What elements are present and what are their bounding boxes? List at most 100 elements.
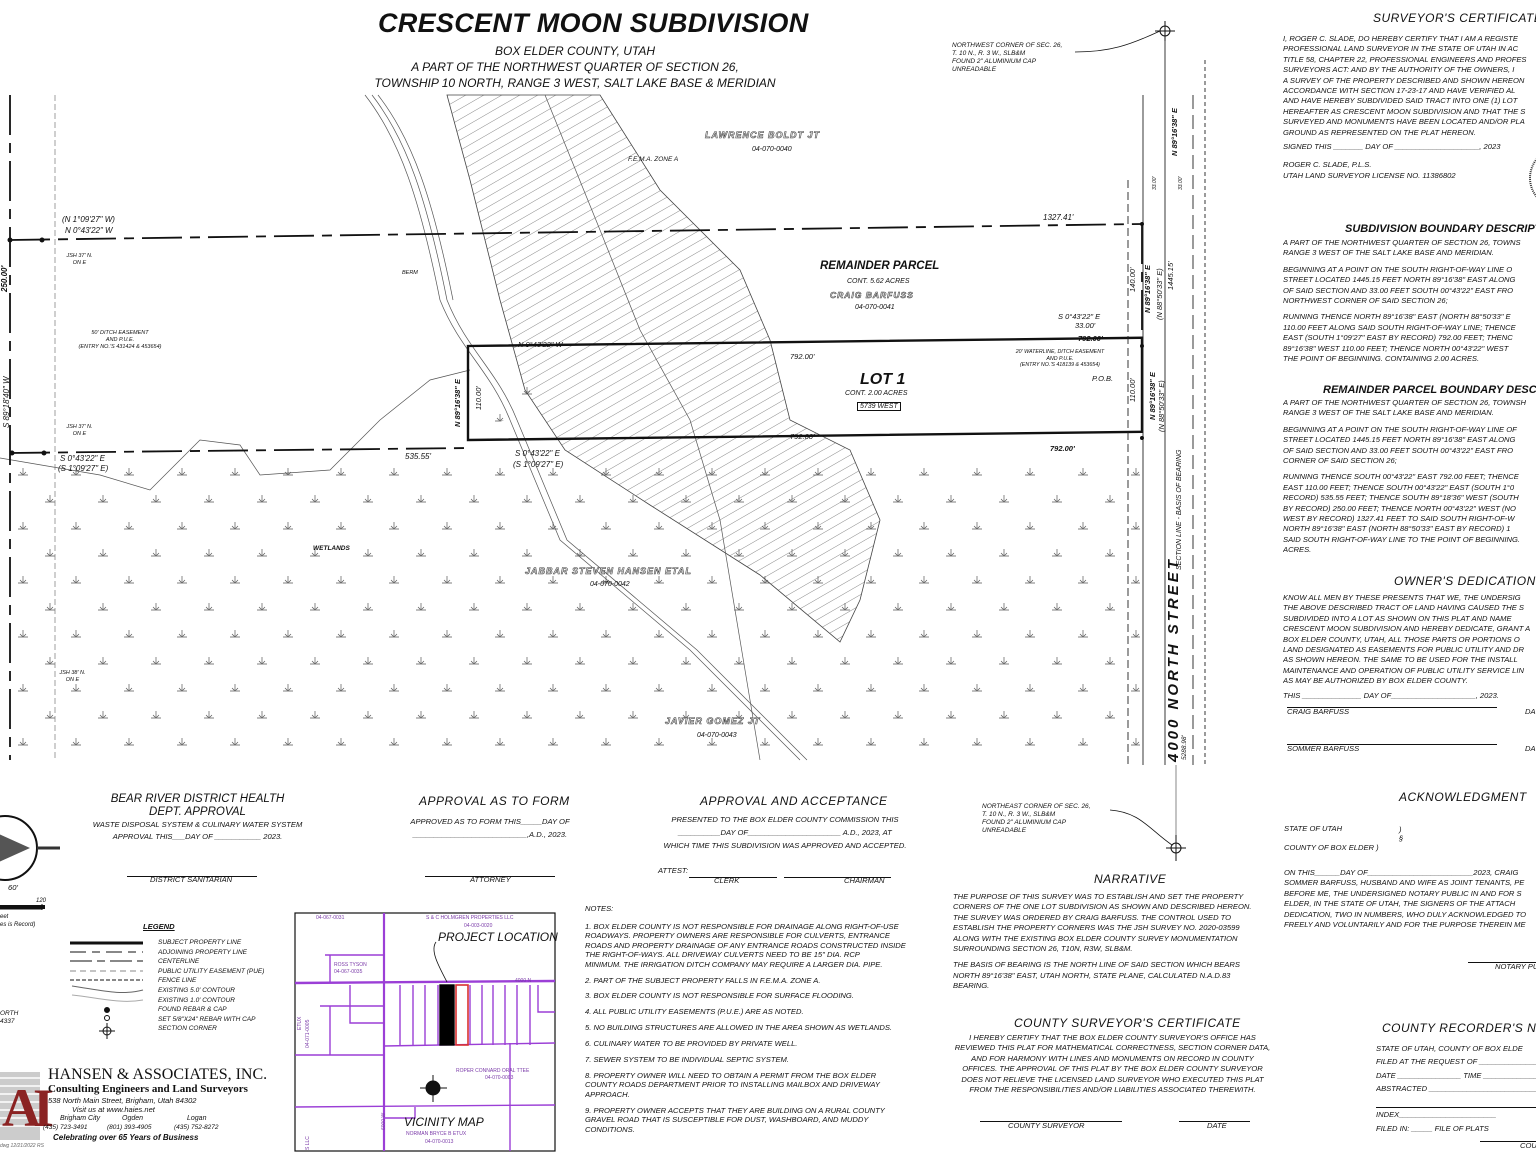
text-line: AS SHOWN HEREON. THE SAME TO BE USED FOR… (1283, 655, 1518, 665)
text-line: I HEREBY CERTIFY THAT THE BOX ELDER COUN… (969, 1033, 1256, 1042)
approval-acceptance-title: APPROVAL AND ACCEPTANCE (700, 794, 888, 808)
text-line: DATE _______________ TIME ______________ (1376, 1070, 1536, 1080)
date-label: DA (1525, 744, 1536, 753)
text-line: THE BASIS OF BEARING IS THE NORTH LINE O… (953, 960, 1240, 970)
scale-bar (0, 904, 45, 910)
note-line: NORTHWEST CORNER OF SEC. 26, (952, 42, 1063, 49)
attorney-label: ATTORNEY (470, 875, 511, 884)
note-line: FOUND 2" ALUMINIUM CAP (952, 58, 1037, 65)
text-line: TITLE 58, CHAPTER 22, PROFESSIONAL ENGIN… (1283, 54, 1527, 64)
text-line: I, ROGER C. SLADE, DO HEREBY CERTIFY THA… (1283, 34, 1518, 43)
distance: 792.00' (1078, 334, 1103, 343)
text-line: RANGE 3 WEST OF THE SALT LAKE BASE AND M… (1283, 248, 1494, 258)
legend-item: SUBJECT PROPERTY LINE (158, 939, 242, 946)
text-line: A SURVEY OF THE PROPERTY DESCRIBED AND S… (1283, 75, 1525, 85)
waterline-easement-note: 20' WATERLINE, DITCH EASEMENT AND P.U.E.… (1005, 349, 1115, 369)
county-surveyor-body: I HEREBY CERTIFY THAT THE BOX ELDER COUN… (945, 1033, 1280, 1095)
note-line: ROADS AND PROPERTY DRAINAGE OF ANY ENTRA… (585, 940, 906, 950)
ditch-lines (0, 94, 808, 761)
plat-title: CRESCENT MOON SUBDIVISION (378, 8, 809, 38)
vicinity-parcel: 04-067-0031 (316, 915, 345, 921)
signed-line: SIGNED THIS _______ DAY OF _____________… (1283, 142, 1501, 152)
signer-sommer: SOMMER BARFUSS (1287, 744, 1360, 753)
subdivision-boundary-body: A PART OF THE NORTHWEST QUARTER OF SECTI… (1283, 238, 1536, 364)
text-line: SURVEYED AND MONUMENTS HAVE BEEN LOCATED… (1283, 117, 1525, 127)
note-line: T. 10 N., R. 3 W., SLB&M (982, 811, 1056, 818)
text-line: WASTE DISPOSAL SYSTEM & CULINARY WATER S… (92, 820, 303, 829)
text-line: ACCORDANCE WITH SECTION 17-23-17 AND HAV… (1283, 86, 1516, 96)
text-line: THE ABOVE DESCRIBED TRACT OF LAND HAVING… (1283, 603, 1524, 613)
text-line: CORNERS OF THE ONE LOT SUBDIVISION AS SH… (953, 902, 1252, 912)
text-line: FILED IN: _____ FILE OF PLATS (1376, 1123, 1489, 1133)
vicinity-parcel: ETUX (297, 1016, 303, 1030)
firm-city: Ogden (122, 1115, 144, 1122)
narrative-body: THE PURPOSE OF THIS SURVEY WAS TO ESTABL… (953, 892, 1273, 992)
narrative-title: NARRATIVE (1094, 872, 1167, 886)
wetlands-label: WETLANDS (313, 545, 350, 552)
note-line: JSH 38' N. (59, 670, 86, 676)
legend-item: FOUND REBAR & CAP (158, 1006, 227, 1014)
legend-item: EXISTING 5.0' CONTOUR (158, 986, 235, 994)
sanitarian-label: DISTRICT SANITARIAN (150, 875, 233, 884)
basis-of-bearing: SECTION LINE - BASIS OF BEARING (1176, 449, 1183, 570)
text-line: NORTH 89°16'38" EAST (NORTH 88°50'33" EA… (1283, 524, 1511, 534)
surveyor-certificate-body: I, ROGER C. SLADE, DO HEREBY CERTIFY THA… (1283, 34, 1536, 181)
text-line: RUNNING THENCE SOUTH 00°43'22" EAST 792.… (1283, 472, 1519, 482)
notes-title: NOTES: (585, 904, 614, 913)
text-line: FILED AT THE REQUEST OF ______________ (1376, 1057, 1536, 1067)
pob-label: P.O.B. (1092, 374, 1114, 383)
text-line: GROUND AS REPRESENTED ON THE PLAT HEREON… (1283, 127, 1476, 137)
note-line: 20' WATERLINE, DITCH EASEMENT (1015, 349, 1105, 355)
recorder-label: COU (1520, 1141, 1536, 1150)
firm-phone: (435) 752-8272 (174, 1124, 219, 1131)
vicinity-parcel: 04-067-0035 (334, 969, 363, 975)
approval-form-body: APPROVED AS TO FORM THIS_____DAY OF ____… (395, 815, 585, 841)
health-dept-approval: BEAR RIVER DISTRICT HEALTH DEPT. APPROVA… (90, 793, 305, 843)
text-line: REVIEWED THIS PLAT FOR MATHEMATICAL CORR… (954, 1043, 1271, 1053)
lot-address: 5739 WEST (857, 402, 901, 411)
text-line: RECORD) 535.55 FEET; THENCE SOUTH 89°18'… (1283, 493, 1519, 503)
text-line: DOES NOT RELIEVE THE LICENSED LAND SURVE… (961, 1074, 1264, 1084)
note-line: T. 10 N., R. 3 W., SLB&M (952, 50, 1026, 57)
note-line: UNREADABLE (982, 827, 1027, 834)
text-line: THE PURPOSE OF THIS SURVEY WAS TO ESTABL… (953, 892, 1244, 901)
firm-city: Logan (187, 1115, 207, 1122)
street-label: 6000 W (381, 1112, 387, 1130)
text-line: __________DAY OF______________________ A… (678, 828, 892, 837)
text-line: RUNNING THENCE NORTH 89°16'38" EAST (NOR… (1283, 312, 1511, 322)
signature-line (1287, 707, 1497, 708)
approval-acceptance-body: PRESENTED TO THE BOX ELDER COUNTY COMMIS… (640, 813, 930, 852)
text-line (1376, 1095, 1536, 1109)
note-line: JSH 37' N. (66, 424, 93, 430)
berm-label: BERM (402, 270, 418, 276)
distance: 1327.41' (1043, 213, 1074, 222)
text-line: PROFESSIONAL LAND SURVEYOR IN THE STATE … (1283, 44, 1519, 54)
date-label: DATE (1207, 1121, 1227, 1130)
legend-title: LEGEND (143, 922, 175, 931)
note-item: 7. SEWER SYSTEM TO BE INDIVIDUAL SEPTIC … (585, 1055, 930, 1064)
remainder-boundary (9, 95, 1143, 760)
note-line: FOUND 2" ALUMINIUM CAP (982, 819, 1067, 826)
note-line: ON E (65, 677, 80, 683)
scale-unit: eet (0, 914, 9, 920)
signature-line (1179, 1121, 1250, 1122)
bearing-record: (S 1°09'27" E) (58, 464, 109, 473)
text-line: OFFICES. THE APPROVAL OF THIS PLAT BY TH… (962, 1064, 1263, 1074)
text-line: WHICH TIME THIS SUBDIVISION WAS APPROVED… (663, 841, 907, 850)
text-line: ABSTRACTED ___________________________ (1376, 1083, 1536, 1093)
vicinity-parcel: 04-070-0013 (425, 1139, 454, 1145)
text-line: BOX ELDER COUNTY, UTAH, ALL THOSE PARTS … (1283, 634, 1520, 644)
note-line: 9. PROPERTY OWNER ACCEPTS THAT THEY ARE … (585, 1105, 885, 1115)
firm-logo-text: AI (2, 1078, 54, 1138)
vicinity-map-title: VICINITY MAP (404, 1115, 484, 1129)
note-line: MINIMUM. THE IRRIGATION DITCH COMPANY MA… (585, 959, 883, 969)
text-line: SUBDIVIDED INTO A LOT AS SHOWN ON THIS P… (1283, 613, 1512, 623)
pob-bearing: S 0°43'22" E (1058, 312, 1101, 321)
remainder-owner: CRAIG BARFUSS (830, 290, 914, 301)
signature-line (1480, 1141, 1536, 1142)
vicinity-parcel: 04-003-0020 (464, 923, 493, 929)
subtitle-line: TOWNSHIP 10 NORTH, RANGE 3 WEST, SALT LA… (374, 76, 776, 90)
owner-se-parcel: 04-070-0043 (697, 732, 737, 739)
legend-item: CENTERLINE (158, 958, 200, 966)
text-line: OF SAID SECTION AND 33.00 FEET SOUTH 00°… (1283, 445, 1513, 455)
